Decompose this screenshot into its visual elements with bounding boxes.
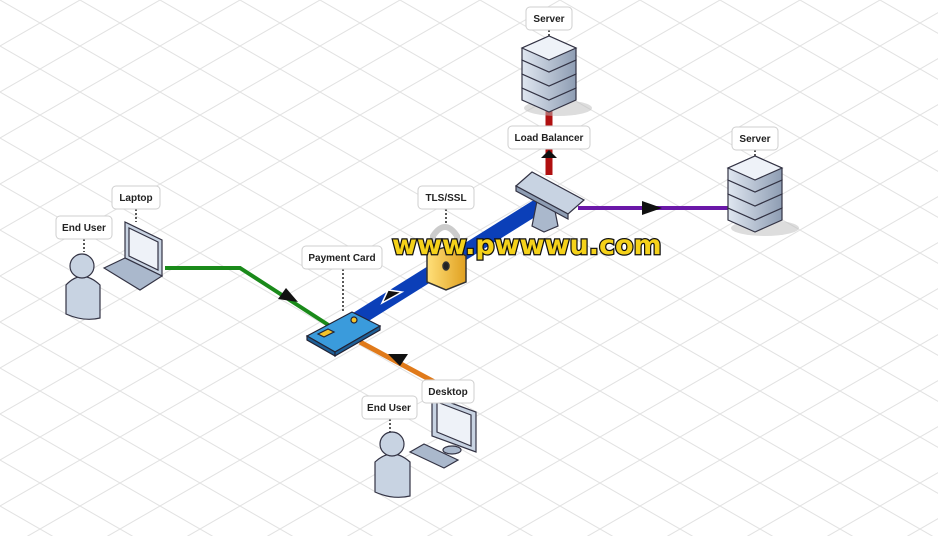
label-server-right: Server [731,126,779,151]
arrow-icon [388,354,408,366]
payment-card-icon[interactable] [305,311,382,358]
label-server-top: Server [525,6,573,31]
arrow-icon [278,288,298,302]
svg-text:End User: End User [367,403,411,414]
end-user-icon[interactable] [374,431,411,498]
svg-text:Server: Server [533,14,564,25]
svg-text:Desktop: Desktop [428,387,467,398]
lock-icon[interactable] [426,224,467,291]
laptop-icon[interactable] [102,221,164,291]
svg-text:TLS/SSL: TLS/SSL [425,193,466,204]
server-right-icon[interactable] [726,155,799,236]
label-load-balancer: Load Balancer [507,125,591,150]
label-end-user-2: End User [361,395,418,420]
svg-text:Server: Server [739,134,770,145]
arrow-icon [380,289,405,305]
watermark: www.pwwwu.com [392,230,662,261]
end-user-icon[interactable] [65,253,101,320]
svg-text:Payment Card: Payment Card [308,253,375,264]
label-tls: TLS/SSL [417,185,475,210]
label-payment-card: Payment Card [301,245,383,270]
server-top-icon[interactable] [520,35,592,116]
load-balancer-icon[interactable] [514,171,586,233]
svg-text:Load Balancer: Load Balancer [515,133,584,144]
desktop-icon[interactable] [408,395,477,469]
arrow-icon [541,150,557,158]
label-end-user-1: End User [55,215,113,240]
label-laptop: Laptop [111,185,161,210]
arrow-icon [642,201,662,215]
svg-text:End User: End User [62,223,106,234]
svg-text:Laptop: Laptop [119,193,152,204]
label-desktop: Desktop [421,379,475,404]
connection-laptop-card[interactable] [165,266,332,328]
